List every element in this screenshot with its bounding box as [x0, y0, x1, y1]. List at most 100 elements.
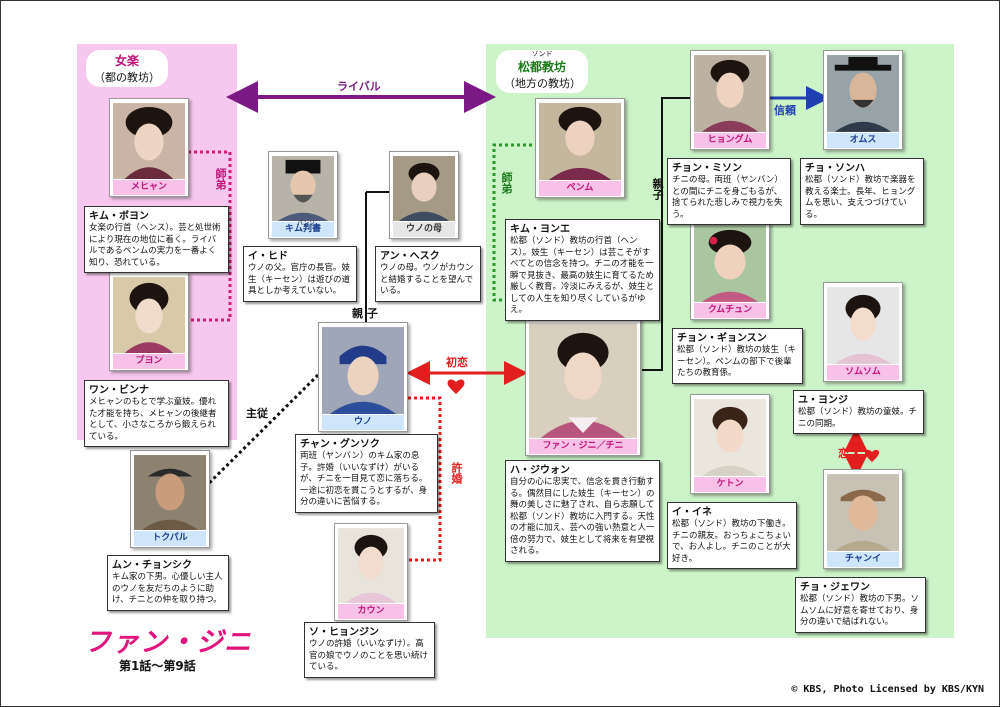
series-logo: ファン・ジニ	[84, 627, 252, 658]
omusu-description: 松都（ソンド）教坊で楽器を教える楽士。長年、ヒョングムを思い、支えつづけている。	[805, 175, 916, 220]
copyright-notice: © KBS, Photo Licensed by KBS/KYN	[791, 684, 984, 695]
omusu-nameplate: オムス	[827, 133, 899, 148]
uno-nameplate: ウノ	[322, 415, 404, 430]
hyongumu-nameplate: ヒョングム	[694, 133, 766, 148]
desc-puyon: ワン・ビンナ メヒャンのもとで学ぶ童妓。優れた才能を持ち、メヒャンの後継者として…	[84, 380, 229, 447]
portrait-somusomu: ソムソム	[823, 282, 903, 382]
kumuchun-description: 松都（ソンド）教坊の妓生（キーセン）。ペンムの部下で後輩たちの教育係。	[677, 345, 797, 378]
jini-actor-name: ハ・ジウォン	[510, 465, 570, 476]
green-zone-title: ソンド 松都教坊 （地方の教坊）	[496, 50, 588, 93]
uno-actor-name: チャン・グンソク	[300, 439, 380, 450]
portrait-omusu: オムス	[823, 50, 903, 150]
tokubaru-actor-name: ムン・チョンシク	[112, 560, 192, 571]
uno-mother-photo	[393, 155, 455, 222]
portrait-puyon: プヨン	[109, 272, 189, 371]
episode-range: 第1話〜第9話	[119, 659, 196, 673]
portrait-jini: ファン・ジニ／チニ	[525, 318, 641, 456]
kim-pansho-photo	[272, 155, 334, 222]
portrait-keton: ケトン	[690, 394, 770, 494]
somusomu-description: 松都（ソンド）教坊の童妓。チニの同期。	[798, 407, 918, 429]
master-servant-line	[180, 373, 320, 512]
green-zone-subtitle: （地方の教坊）	[504, 77, 581, 90]
uno-mother-description: ウノの母。ウノがカウンと結婚することを望んでいる。	[380, 263, 474, 296]
somusomu-actor-name: ユ・ヨンジ	[798, 395, 848, 406]
portrait-uno-mother: ウノの母	[389, 151, 459, 239]
pink-zone-title: 女楽 （都の教坊）	[86, 50, 168, 87]
portrait-kim-pansho: キム判書	[268, 151, 338, 239]
mentor-left-line	[188, 150, 232, 322]
omusu-actor-name: チョ・ソンハ	[805, 163, 865, 174]
love-label: 恋	[838, 447, 849, 460]
puyon-nameplate: プヨン	[113, 354, 185, 369]
hyongumu-actor-name: チョン・ミソン	[672, 163, 742, 174]
desc-hyongumu: チョン・ミソン チニの母。両班（ヤンバン）との間にチニを身ごもるが、捨てられた悲…	[667, 158, 791, 225]
keton-nameplate: ケトン	[694, 477, 766, 492]
keton-description: 松都（ソンド）教坊の下働き。チニの親友。おっちょこちょいで、お人よし。チニのこと…	[672, 519, 792, 564]
desc-somusomu: ユ・ヨンジ 松都（ソンド）教坊の童妓。チニの同期。	[793, 390, 924, 434]
mentor-right-label: 師弟	[500, 172, 513, 194]
kaun-nameplate: カウン	[338, 604, 404, 619]
tokubaru-nameplate: トクパル	[134, 531, 206, 546]
desc-uno: チャン・グンソク 両班（ヤンバン）のキム家の息子。許婚（いいなずけ）がいるが、チ…	[295, 434, 438, 513]
portrait-kaun: カウン	[334, 523, 408, 621]
portrait-tokubaru: トクパル	[130, 450, 210, 548]
trust-label: 信頼	[774, 104, 796, 117]
penmu-photo	[539, 102, 621, 181]
tokubaru-description: キム家の下男。心優しい主人のウノを友だちのように助け、チニとの仲を取り持つ。	[112, 572, 223, 605]
uno-mother-actor-name: アン・ヘスク	[380, 251, 440, 262]
desc-mehyan: キム・ボヨン 女楽の行首（ヘンス）。芸と処世術により現在の地位に着く。ライバルで…	[84, 206, 229, 273]
kaun-photo	[338, 527, 404, 604]
desc-kumuchun: チョン・ギョンスン 松都（ソンド）教坊の妓生（キーセン）。ペンムの部下で後輩たち…	[672, 328, 803, 384]
desc-chanyi: チョ・ジェワン 松都（ソンド）教坊の下男。ソムソムに好意を寄せており、身分の違い…	[795, 577, 926, 633]
tokubaru-photo	[134, 454, 206, 531]
keton-actor-name: イ・イネ	[672, 507, 712, 518]
pink-zone-subtitle: （都の教坊）	[94, 71, 160, 84]
kim-pansho-actor-name: イ・ヒド	[248, 251, 288, 262]
pink-zone-title-text: 女楽	[114, 54, 139, 68]
green-zone-ruby: ソンド	[531, 50, 553, 58]
desc-tokubaru: ムン・チョンシク キム家の下男。心優しい主人のウノを友だちのように助け、チニとの…	[107, 555, 229, 611]
desc-kim-pansho: イ・ヒド ウノの父。官庁の長官。妓生（キーセン）は遊びの道具としか考えていない。	[243, 246, 357, 302]
kumuchun-nameplate: クムチュン	[694, 303, 766, 318]
penmu-nameplate: ペンム	[539, 181, 621, 196]
chanyi-actor-name: チョ・ジェワン	[800, 582, 870, 593]
somusomu-photo	[827, 286, 899, 365]
chanyi-nameplate: チャンイ	[827, 552, 899, 567]
desc-penmu: キム・ヨンエ 松都（ソンド）教坊の行首（ヘンス）。妓生（キーセン）は芸こそがすべ…	[505, 219, 660, 321]
rival-label: ライバル	[337, 80, 381, 93]
parent-child-right-line	[642, 97, 694, 371]
parent-child-right-label: 親子	[651, 178, 664, 200]
hyongumu-description: チニの母。両班（ヤンバン）との間にチニを身ごもるが、捨てられた悲しみで視力を失う…	[672, 175, 783, 220]
keton-photo	[694, 398, 766, 477]
first-love-label: 初恋	[446, 356, 468, 369]
love-heart	[864, 449, 880, 462]
uno-photo	[322, 326, 404, 415]
desc-uno-mother: アン・ヘスク ウノの母。ウノがカウンと結婚することを望んでいる。	[375, 246, 481, 302]
master-servant-label: 主従	[246, 407, 268, 420]
desc-kaun: ソ・ヒョンジン ウノの許婚（いいなずけ）。高官の娘でウノのことを思い続けている。	[304, 622, 435, 678]
portrait-hyongumu: ヒョングム	[690, 50, 770, 150]
kumuchun-actor-name: チョン・ギョンスン	[677, 333, 767, 344]
mehyan-description: 女楽の行首（ヘンス）。芸と処世術により現在の地位に着く。ライバルであるペンムの実…	[89, 223, 221, 268]
portrait-mehyan: メヒャン	[109, 98, 189, 197]
chanyi-description: 松都（ソンド）教坊の下男。ソムソムに好意を寄せており、身分の違いで結ばれない。	[800, 594, 920, 627]
mehyan-nameplate: メヒャン	[113, 180, 185, 195]
kaun-description: ウノの許婚（いいなずけ）。高官の娘でウノのことを思い続けている。	[309, 639, 429, 672]
hyongumu-photo	[694, 54, 766, 133]
portrait-uno: ウノ	[318, 322, 408, 432]
mehyan-photo	[113, 102, 185, 180]
kaun-actor-name: ソ・ヒョンジン	[309, 627, 379, 638]
omusu-photo	[827, 54, 899, 133]
engaged-label: 許婚	[450, 462, 463, 484]
desc-jini: ハ・ジウォン 自分の心に忠実で、信念を貫き行動する。偶然目にした妓生（キーセン）…	[505, 460, 660, 562]
penmu-actor-name: キム・ヨンエ	[510, 224, 570, 235]
penmu-description: 松都（ソンド）教坊の行首（ヘンス）。妓生（キーセン）は芸こそがすべてとの信念を持…	[510, 236, 655, 315]
desc-omusu: チョ・ソンハ 松都（ソンド）教坊で楽器を教える楽士。長年、ヒョングムを思い、支え…	[800, 158, 924, 225]
kim-pansho-nameplate: キム判書	[272, 222, 334, 237]
kumuchun-photo	[694, 224, 766, 303]
kim-pansho-description: ウノの父。官庁の長官。妓生（キーセン）は遊びの道具としか考えていない。	[248, 263, 351, 296]
jini-description: 自分の心に忠実で、信念を貫き行動する。偶然目にした妓生（キーセン）の舞の美しさに…	[510, 477, 655, 556]
puyon-description: メヒャンのもとで学ぶ童妓。優れた才能を持ち、メヒャンの後継者として、小さなころか…	[89, 397, 217, 442]
desc-keton: イ・イネ 松都（ソンド）教坊の下働き。チニの親友。おっちょこちょいで、お人よし。…	[667, 502, 797, 569]
